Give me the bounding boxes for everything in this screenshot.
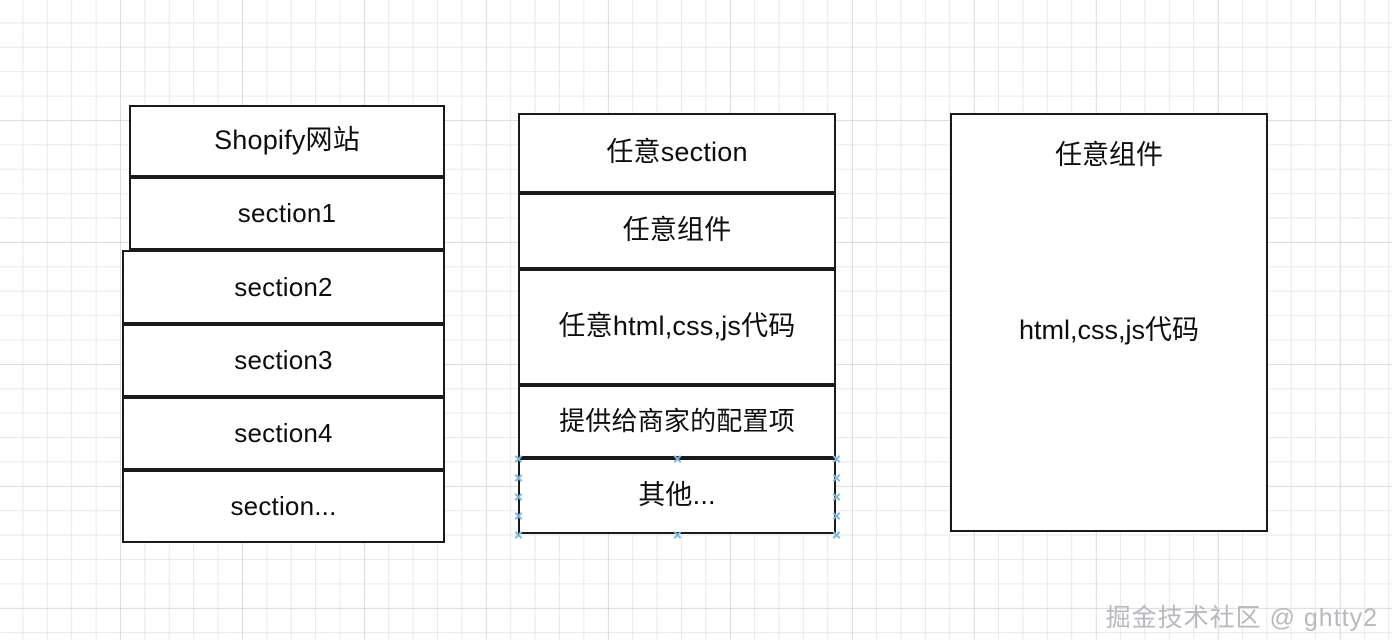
box-section4[interactable]: section4 <box>122 397 445 470</box>
box-component-detail[interactable]: 任意组件 html,css,js代码 <box>950 113 1268 532</box>
box-label: section4 <box>234 418 333 449</box>
box-others[interactable]: 其他... <box>518 458 836 534</box>
box-label: section3 <box>234 345 333 376</box>
box-label: 任意section <box>606 137 748 168</box>
box-label: 任意组件 <box>622 215 732 246</box>
box-any-component[interactable]: 任意组件 <box>518 193 836 269</box>
box-label: section1 <box>237 198 337 229</box>
box-label: section2 <box>234 271 333 302</box>
box-shopify-website[interactable]: Shopify网站 <box>129 105 445 177</box>
component-detail-code-label: html,css,js代码 <box>1018 315 1199 345</box>
box-any-html-css-js-code[interactable]: 任意html,css,js代码 <box>518 269 836 385</box>
box-label: 任意html,css,js代码 <box>558 311 796 342</box>
box-label: 其他... <box>638 480 716 511</box>
box-section2[interactable]: section2 <box>122 250 445 324</box>
watermark: 掘金技术社区 @ ghtty2 <box>1105 604 1378 632</box>
box-any-section[interactable]: 任意section <box>518 113 836 193</box>
box-section-more[interactable]: section... <box>122 470 445 543</box>
box-label: Shopify网站 <box>214 125 360 156</box>
box-label: section... <box>230 491 337 522</box>
component-detail-title: 任意组件 <box>1055 140 1163 170</box>
box-label: 提供给商家的配置项 <box>559 406 795 437</box>
box-section1[interactable]: section1 <box>129 177 445 250</box>
box-merchant-settings[interactable]: 提供给商家的配置项 <box>518 385 836 458</box>
box-section3[interactable]: section3 <box>122 324 445 397</box>
